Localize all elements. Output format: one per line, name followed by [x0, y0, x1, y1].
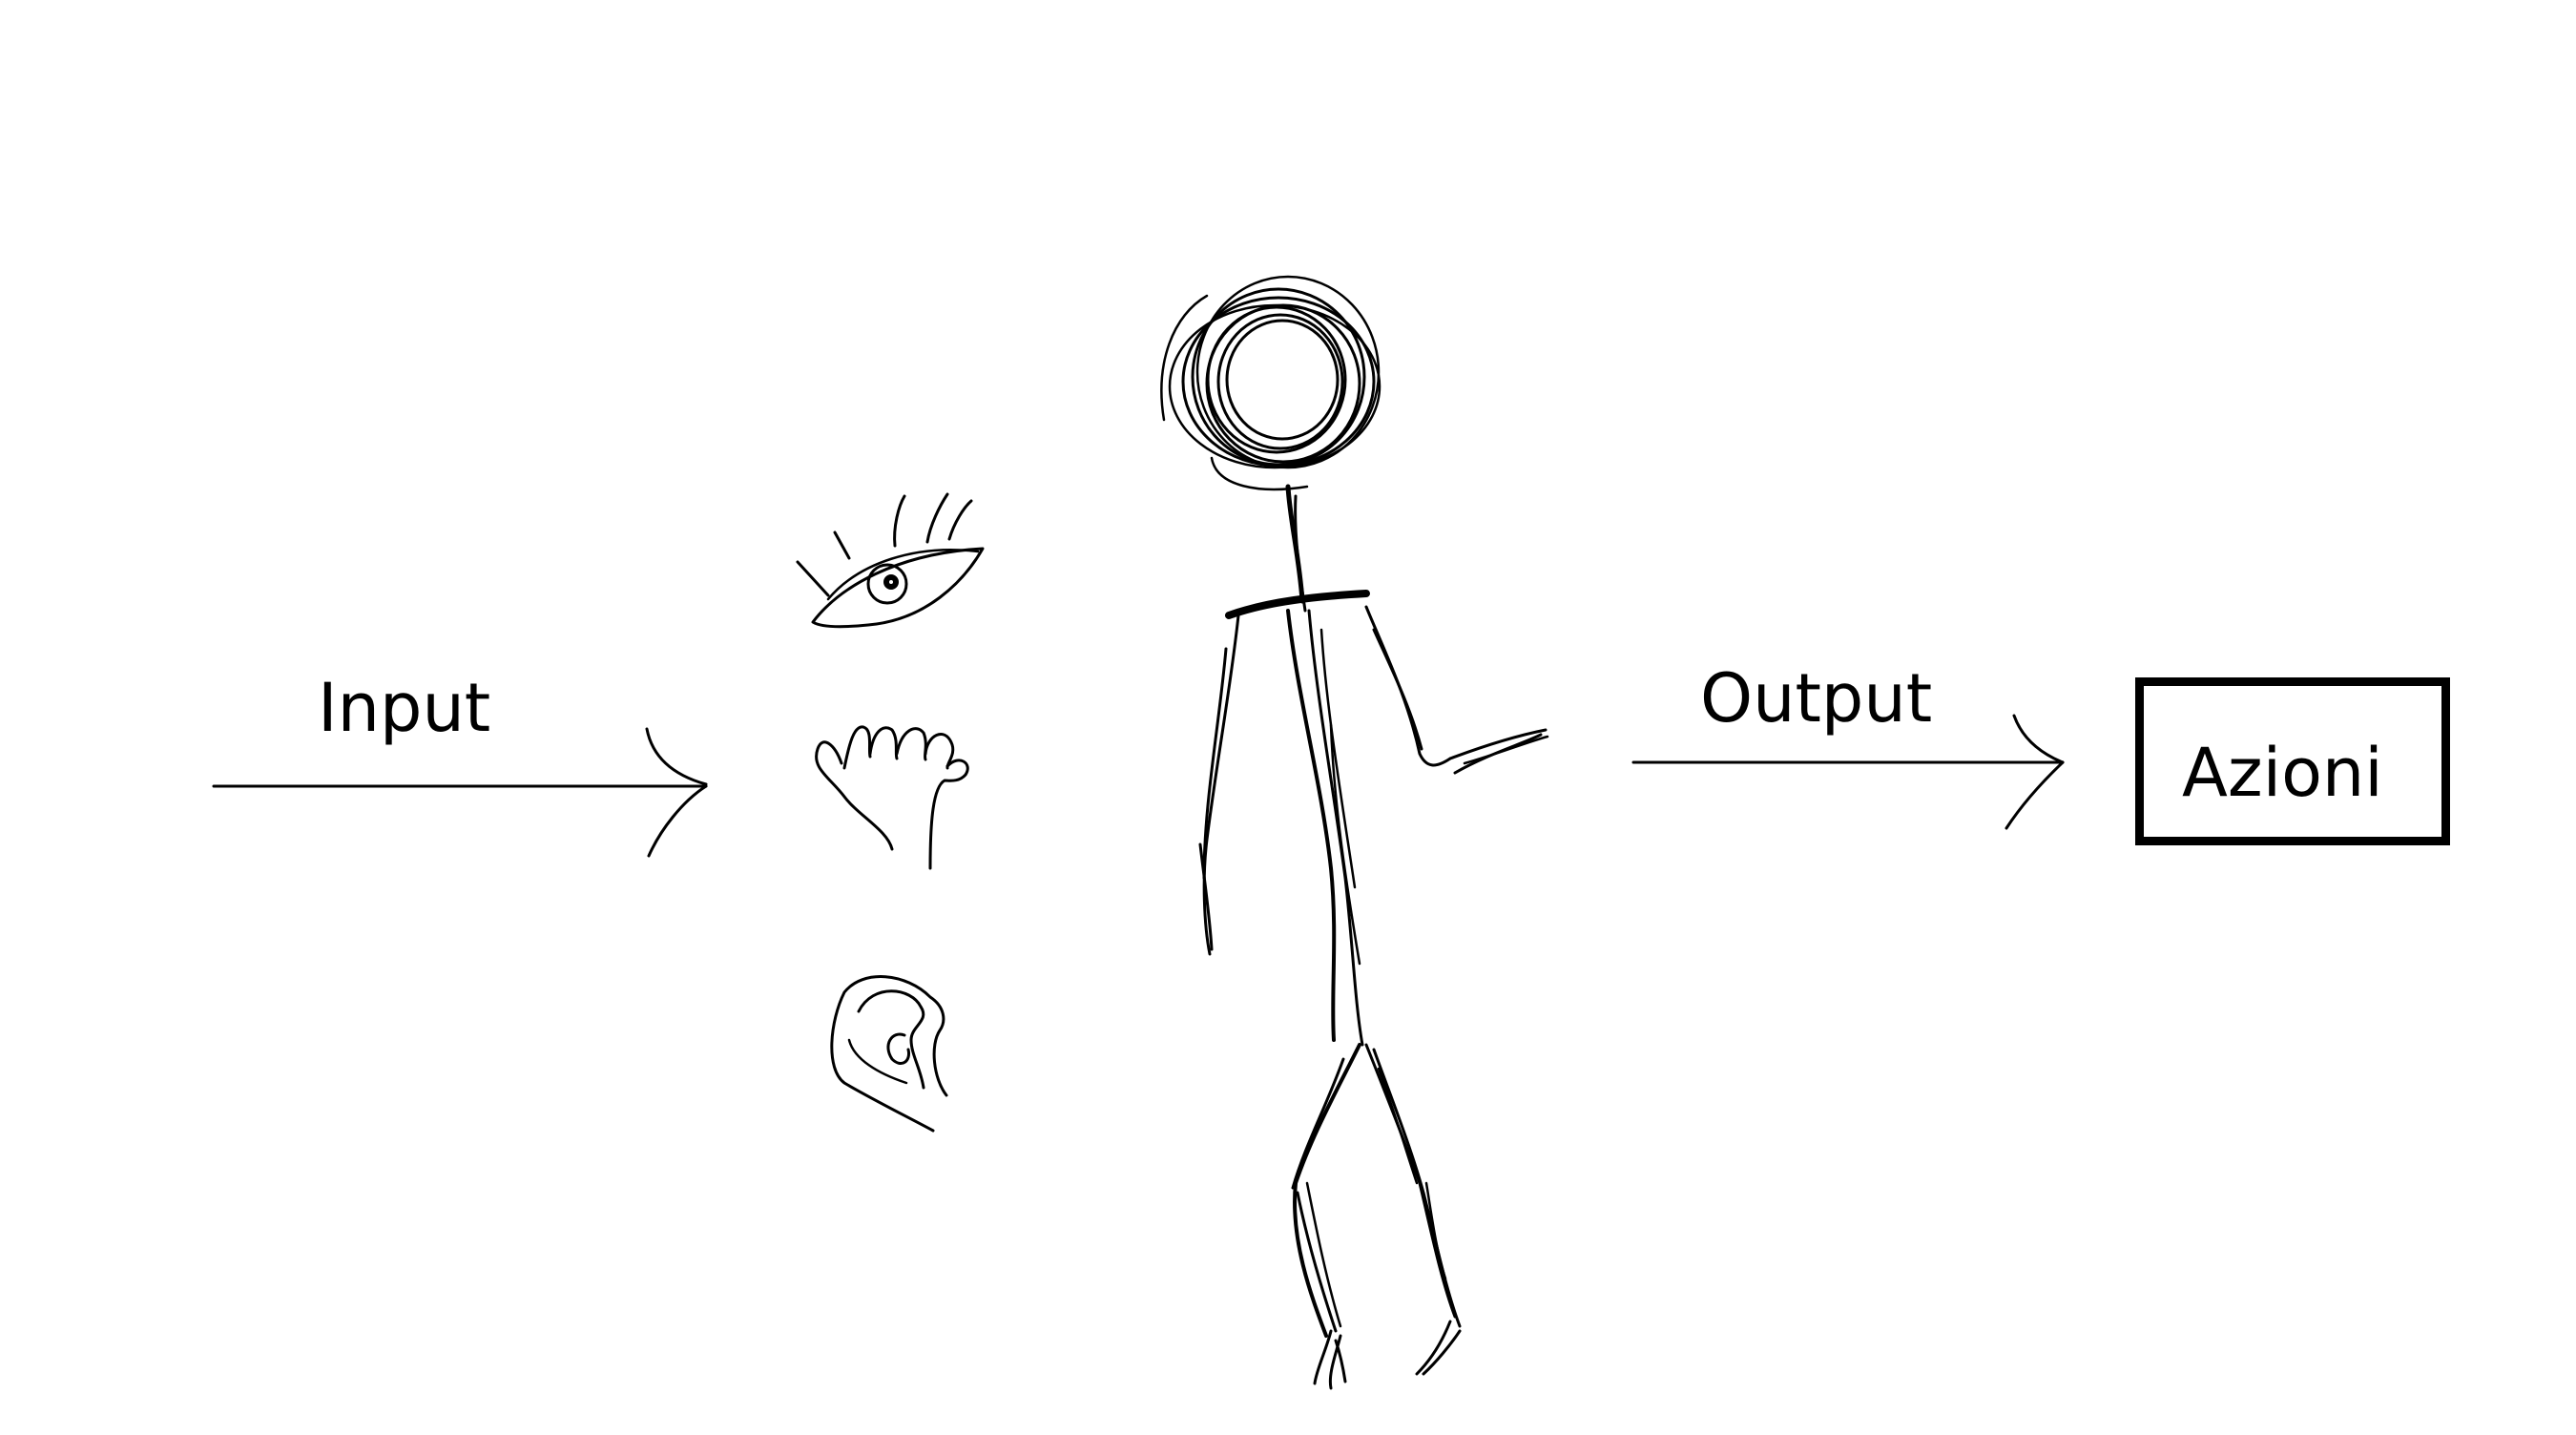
actions-label: Azioni	[2182, 734, 2383, 812]
ear-icon	[830, 975, 948, 1133]
stick-figure-person	[1160, 275, 1549, 1390]
output-arrow	[1631, 714, 2065, 830]
eye-icon	[796, 492, 985, 629]
output-label: Output	[1700, 659, 1933, 738]
input-arrow	[212, 727, 708, 858]
hand-icon	[815, 725, 969, 870]
input-label: Input	[318, 669, 491, 747]
actions-box: Azioni	[2135, 677, 2450, 845]
